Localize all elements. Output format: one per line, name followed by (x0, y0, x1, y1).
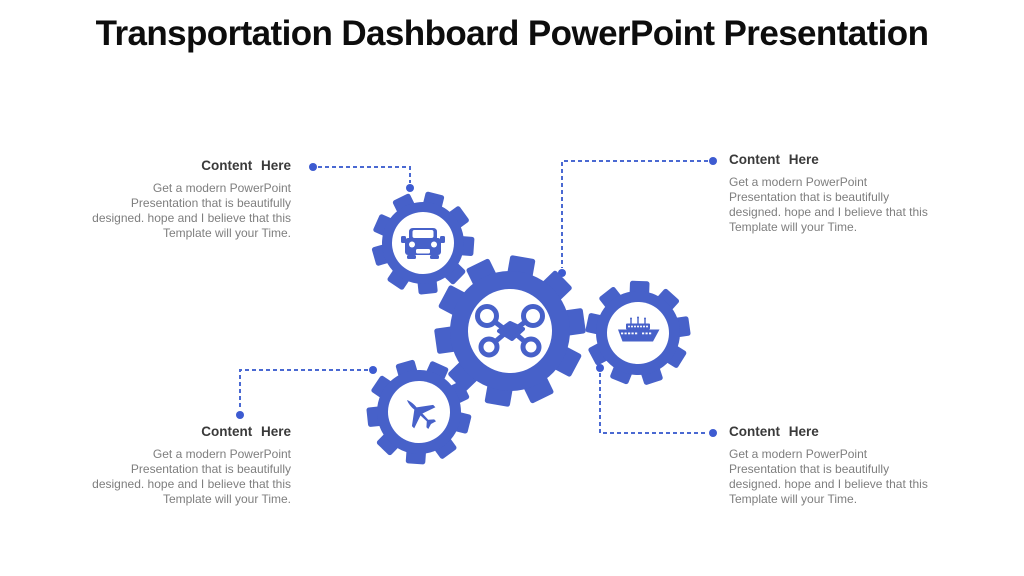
connector-dot (709, 157, 717, 165)
connector-top-left (309, 163, 414, 192)
content-body: Get a modern PowerPoint Presentation tha… (729, 447, 928, 506)
content-block-bottom-right: Content Here Get a modern PowerPoint Pre… (729, 424, 949, 507)
content-body: Get a modern PowerPoint Presentation tha… (729, 175, 928, 234)
content-block-top-right: Content Here Get a modern PowerPoint Pre… (729, 152, 949, 235)
ship-icon (618, 316, 660, 342)
car-icon (401, 228, 445, 259)
content-body: Get a modern PowerPoint Presentation tha… (92, 181, 291, 240)
connector-dot (236, 411, 244, 419)
content-block-bottom-left: Content Here Get a modern PowerPoint Pre… (71, 424, 291, 507)
connector-dot (406, 184, 414, 192)
slide-title: Transportation Dashboard PowerPoint Pres… (95, 14, 929, 53)
drone-icon (475, 304, 545, 358)
connector-dot (369, 366, 377, 374)
content-heading: Content Here (201, 158, 291, 173)
content-block-top-left: Content Here Get a modern PowerPoint Pre… (71, 158, 291, 241)
connector-top-right (558, 157, 717, 277)
connector-bottom-right (596, 364, 717, 437)
content-heading: Content Here (729, 152, 819, 167)
content-body: Get a modern PowerPoint Presentation tha… (92, 447, 291, 506)
connector-dot (709, 429, 717, 437)
content-heading: Content Here (729, 424, 819, 439)
connector-bottom-left (236, 366, 377, 419)
connector-dot (309, 163, 317, 171)
connector-dot (596, 364, 604, 372)
content-heading: Content Here (201, 424, 291, 439)
connectors (236, 157, 717, 437)
plane-icon (406, 399, 437, 430)
